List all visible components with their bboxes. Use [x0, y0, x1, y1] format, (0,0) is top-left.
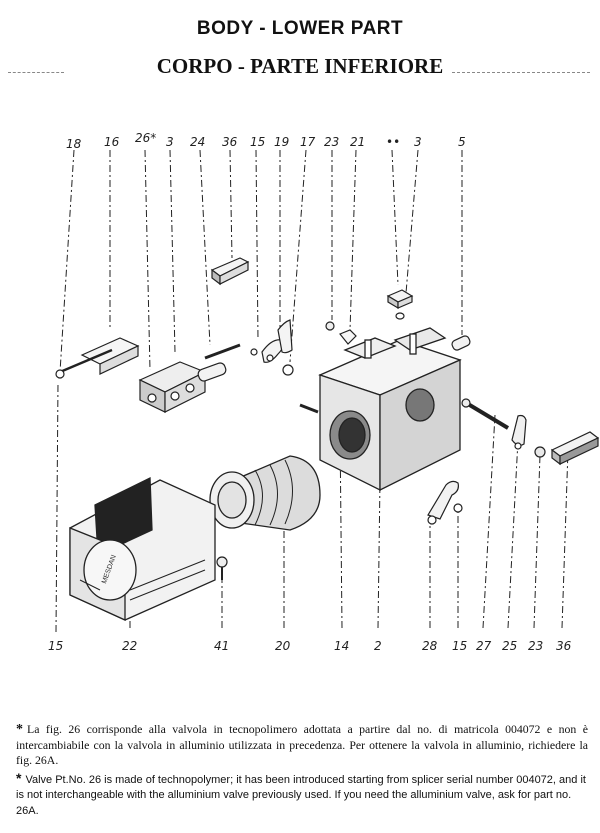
label-top-15: 15 — [250, 135, 265, 149]
label-top-21: 21 — [350, 135, 365, 149]
label-top-3: 3 — [166, 135, 174, 149]
label-top-26: 26* — [135, 131, 156, 145]
part-2-body-housing — [299, 327, 462, 492]
label-bottom-25: 25 — [502, 639, 517, 653]
part-27-rod — [461, 398, 510, 430]
label-bottom-22: 22 — [122, 639, 137, 653]
bottom-part-labels: 15 22 41 20 14 2 28 15 27 25 23 36 — [48, 639, 572, 653]
label-top-dots: •• — [386, 135, 400, 149]
page-title-english: BODY - LOWER PART — [196, 18, 404, 39]
exploded-parts-diagram: MESDAN 18 16 26* 3 24 36 — [48, 131, 600, 653]
part-22-cover: MESDAN — [69, 476, 216, 622]
part-26-valve — [138, 343, 241, 413]
label-bottom-27: 27 — [476, 639, 492, 653]
title-rule-left — [8, 72, 64, 73]
part-25-lever — [511, 414, 527, 450]
label-bottom-14: 14 — [334, 639, 349, 653]
footnote-star-it: * — [16, 722, 23, 737]
label-top-5: 5 — [458, 135, 466, 149]
label-top-19: 19 — [274, 135, 289, 149]
part-28-lever — [427, 480, 463, 525]
label-bottom-20: 20 — [275, 639, 291, 653]
footnote-english: *Valve Pt.No. 26 is made of technopolyme… — [16, 769, 588, 820]
part-3-clamp — [386, 289, 414, 320]
footnotes: *La fig. 26 corrisponde alla valvola in … — [16, 722, 588, 819]
label-top-18: 18 — [66, 137, 82, 151]
part-19-lever — [250, 319, 294, 376]
label-top-24: 24 — [190, 135, 205, 149]
part-16-bracket — [55, 337, 140, 379]
label-bottom-2: 2 — [374, 639, 382, 653]
footnote-italian-text: La fig. 26 corrisponde alla valvola in t… — [16, 722, 588, 767]
label-top-23: 23 — [324, 135, 339, 149]
label-bottom-23: 23 — [528, 639, 543, 653]
part-23-screw — [325, 321, 357, 345]
part-20-cylinder — [209, 455, 321, 531]
part-23-nut-right — [534, 446, 546, 458]
label-bottom-15b: 15 — [452, 639, 467, 653]
footnote-english-text: Valve Pt.No. 26 is made of technopolymer… — [16, 773, 586, 817]
label-top-17: 17 — [300, 135, 316, 149]
part-36-bar-right — [550, 431, 600, 466]
footnote-italian: *La fig. 26 corrisponde alla valvola in … — [16, 722, 588, 769]
label-bottom-15: 15 — [48, 639, 63, 653]
label-top-16: 16 — [104, 135, 120, 149]
label-top-3b: 3 — [414, 135, 422, 149]
page-title-italian: CORPO - PARTE INFERIORE — [156, 54, 444, 78]
title-rule-right — [452, 72, 590, 73]
label-bottom-41: 41 — [214, 639, 229, 653]
label-bottom-36: 36 — [556, 639, 572, 653]
footnote-star-en: * — [16, 769, 22, 786]
top-part-labels: 18 16 26* 3 24 36 15 19 17 23 21 •• 3 5 — [66, 131, 466, 151]
part-41-screw — [216, 556, 228, 580]
label-bottom-28: 28 — [422, 639, 438, 653]
label-top-36: 36 — [222, 135, 238, 149]
part-5-plug — [451, 335, 471, 351]
part-36-bar — [210, 257, 250, 286]
